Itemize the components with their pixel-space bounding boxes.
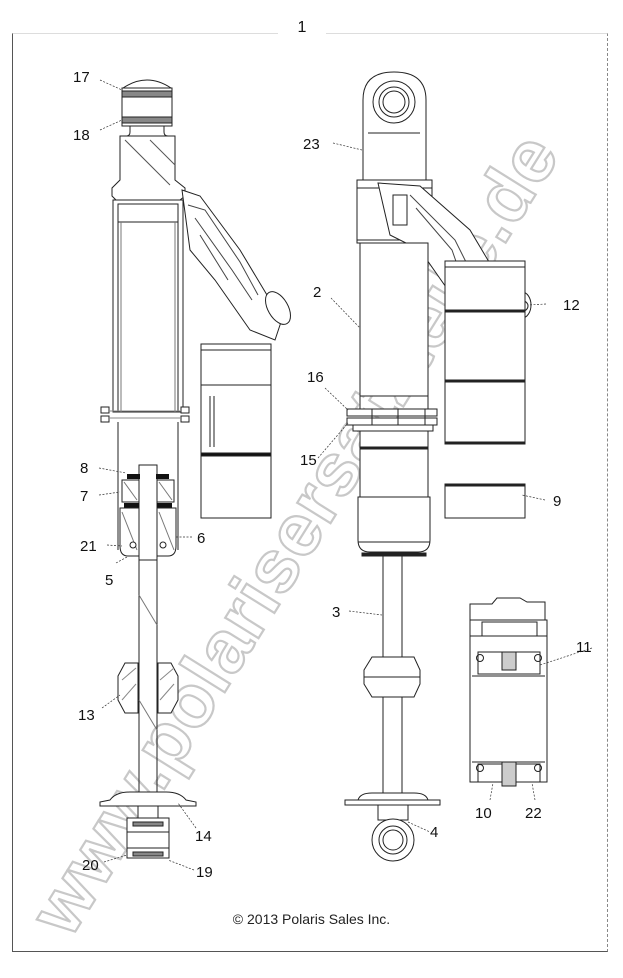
callout-15: 15 (300, 452, 317, 469)
callout-9: 9 (553, 493, 561, 510)
callout-11: 11 (576, 639, 592, 656)
watermark: www.polarisersatzteile.de (12, 117, 576, 950)
svg-text:www.polarisersatzteile.de: www.polarisersatzteile.de (13, 118, 575, 949)
callout-3: 3 (332, 604, 340, 621)
callout-23: 23 (303, 136, 320, 153)
leader-lines (98, 79, 593, 871)
callout-8: 8 (80, 460, 88, 477)
cross-section-view (99, 79, 291, 859)
callout-20: 20 (82, 857, 99, 874)
callout-21: 21 (80, 538, 97, 555)
callout-6: 6 (197, 530, 205, 547)
callout-12: 12 (563, 297, 580, 314)
assembly-number: 1 (278, 19, 326, 37)
copyright-notice: © 2013 Polaris Sales Inc. (232, 911, 391, 927)
callout-18: 18 (73, 127, 90, 144)
callout-17: 17 (73, 69, 90, 86)
exterior-view (344, 71, 532, 862)
reservoir-detail-view (469, 597, 548, 787)
callout-10: 10 (475, 805, 492, 822)
callout-13: 13 (78, 707, 95, 724)
callout-2: 2 (313, 284, 321, 301)
callouts: 17 18 23 2 12 16 15 9 8 7 6 21 5 3 11 13… (73, 69, 592, 881)
callout-14: 14 (195, 828, 212, 845)
callout-7: 7 (80, 488, 88, 505)
callout-19: 19 (196, 864, 213, 881)
callout-5: 5 (105, 572, 113, 589)
callout-16: 16 (307, 369, 324, 386)
callout-22: 22 (525, 805, 542, 822)
callout-4: 4 (430, 824, 438, 841)
